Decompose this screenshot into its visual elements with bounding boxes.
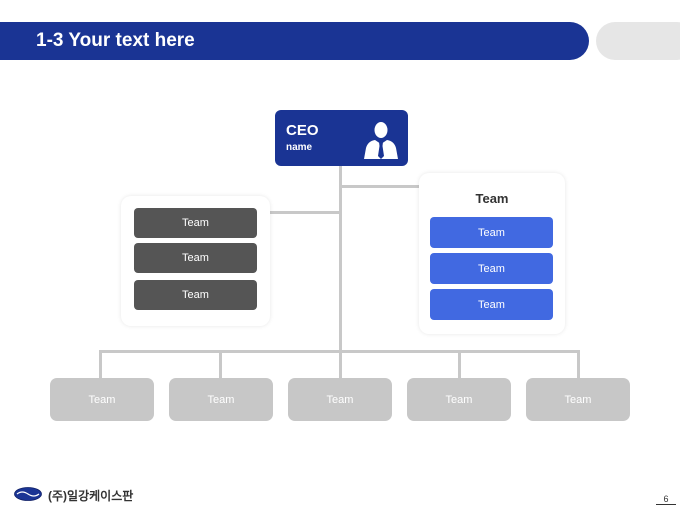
businessman-icon [364,122,398,159]
left-team-3[interactable]: Team [134,280,257,310]
right-team-2[interactable]: Team [430,253,553,284]
left-team-2[interactable]: Team [134,243,257,273]
right-team-1[interactable]: Team [430,217,553,248]
right-panel-heading: Team [475,191,509,206]
ceo-title: CEO [286,122,319,139]
connector-drop-3 [339,350,342,378]
bottom-team-3[interactable]: Team [288,378,392,421]
connector-drop-5 [577,350,580,378]
right-team-3[interactable]: Team [430,289,553,320]
connector-right-branch [339,185,419,188]
connector-ceo-trunk [339,166,342,352]
connector-drop-2 [219,350,222,378]
connector-drop-1 [99,350,102,378]
company-name: (주)일강케이스판 [48,489,134,503]
ceo-box[interactable]: CEO name [275,110,408,166]
bottom-team-5[interactable]: Team [526,378,630,421]
left-team-1[interactable]: Team [134,208,257,238]
page-number: 6 [656,494,676,505]
bottom-team-4[interactable]: Team [407,378,511,421]
page-title: 1-3 Your text here [0,22,589,60]
header-decoration [596,22,680,60]
company-logo-icon [14,487,42,501]
connector-left-branch [270,211,341,214]
connector-drop-4 [458,350,461,378]
bottom-team-1[interactable]: Team [50,378,154,421]
ceo-name: name [286,142,313,153]
bottom-team-2[interactable]: Team [169,378,273,421]
